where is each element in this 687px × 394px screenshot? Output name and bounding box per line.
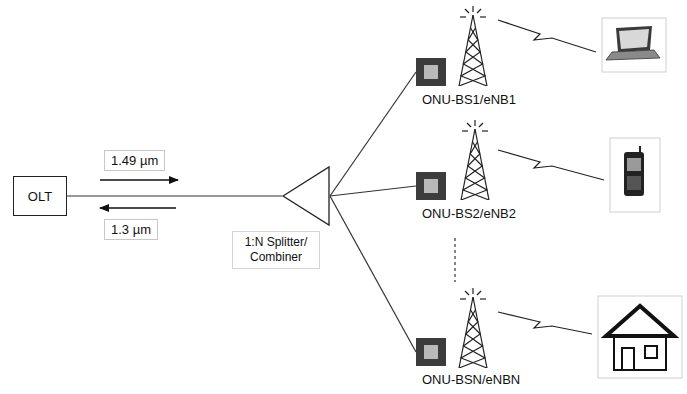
splitter-outline bbox=[282, 166, 330, 226]
wireless-link bbox=[498, 20, 596, 52]
device-frame bbox=[598, 296, 682, 378]
house-roof bbox=[606, 306, 674, 336]
onu-unit: ONU-BS2/eNB2 bbox=[416, 172, 446, 200]
phone-body bbox=[624, 152, 644, 196]
splitter-triangle-shape bbox=[283, 167, 329, 225]
laptop-display bbox=[619, 29, 649, 49]
house-door bbox=[622, 348, 634, 370]
fiber-link bbox=[330, 186, 416, 196]
onu-unit: ONU-BS1/eNB1 bbox=[416, 58, 446, 86]
wavelength-label: 1.3 µm bbox=[104, 219, 158, 240]
house-body bbox=[614, 334, 666, 370]
device-frame bbox=[602, 18, 666, 72]
laptop-base bbox=[606, 50, 660, 60]
upstream-arrow bbox=[100, 207, 176, 208]
tower-icon bbox=[459, 288, 487, 368]
phone-screen bbox=[627, 158, 641, 171]
ellipsis-dashes bbox=[454, 238, 455, 282]
fiber-link bbox=[67, 195, 282, 196]
node-heading: ONU-BSN/eNBN bbox=[420, 372, 522, 387]
wavelength-label: 1.49 µm bbox=[104, 150, 165, 171]
downstream-arrow bbox=[100, 179, 178, 180]
tower-icon bbox=[459, 6, 487, 86]
splitter-triangle: 1:N Splitter/ Combiner bbox=[282, 166, 330, 226]
house-window bbox=[645, 346, 657, 358]
laptop-screen bbox=[616, 26, 652, 52]
tower-icon bbox=[461, 120, 489, 200]
fiber-link bbox=[330, 72, 416, 196]
node-heading: 1:N Splitter/ Combiner bbox=[232, 231, 320, 269]
node-label: OLT bbox=[28, 189, 52, 204]
wireless-link bbox=[498, 150, 604, 180]
device-frame bbox=[610, 138, 660, 212]
wireless-link bbox=[498, 312, 592, 334]
onu-unit: ONU-BSN/eNBN bbox=[416, 338, 446, 366]
node-heading: ONU-BS2/eNB2 bbox=[420, 206, 518, 221]
phone-keypad bbox=[627, 176, 641, 190]
phone-antenna bbox=[639, 146, 641, 153]
node-heading: ONU-BS1/eNB1 bbox=[420, 92, 518, 107]
olt-box: OLT bbox=[13, 176, 67, 216]
fiber-link bbox=[330, 196, 416, 352]
